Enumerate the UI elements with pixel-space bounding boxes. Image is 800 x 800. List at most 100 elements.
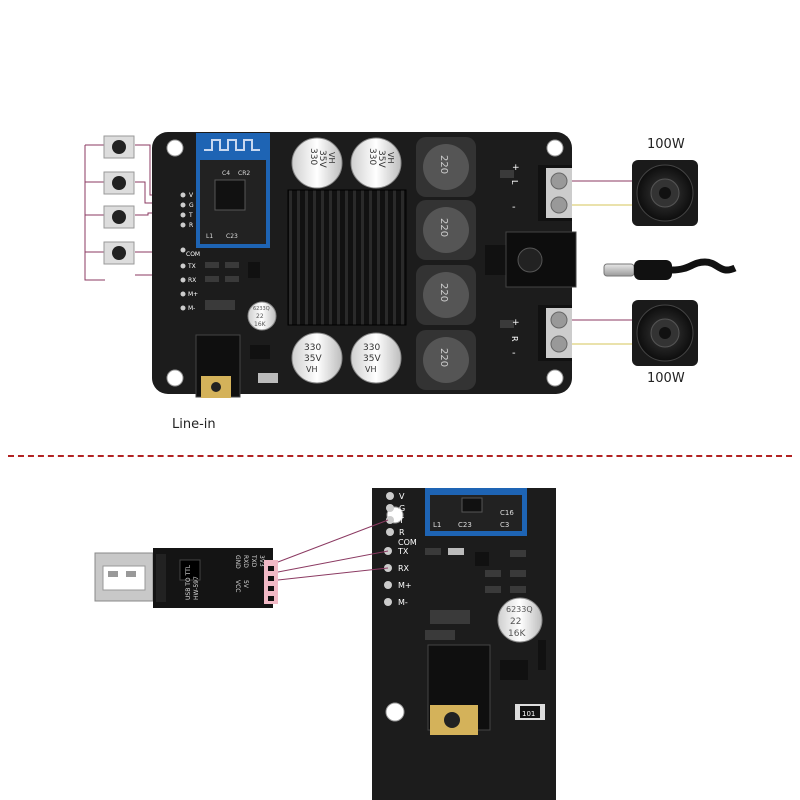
dc-power-plug xyxy=(603,258,737,280)
zoom-cap-code: 6233Q xyxy=(506,605,533,614)
smd-components xyxy=(425,548,546,680)
inductor: 220 xyxy=(416,265,476,325)
pin-label-rx: RX xyxy=(188,277,196,284)
pin-label-com: COM xyxy=(186,251,200,258)
zoom-pin-com: COM xyxy=(398,538,417,547)
pin-header: V G T R COM TX RX M+ M- xyxy=(180,192,200,312)
cap-voltage: 35V xyxy=(376,150,386,168)
term-left-minus: - xyxy=(512,202,516,213)
usb-pin-vcc: VCC xyxy=(234,580,241,592)
small-cap-voltage: 16K xyxy=(254,321,267,328)
push-button xyxy=(103,171,135,195)
line-in-label: Line-in xyxy=(172,417,216,432)
bt-label-c3: C3 xyxy=(500,521,509,529)
capacitor: 330 35V VH xyxy=(350,332,402,384)
zoom-cap-value: 22 xyxy=(510,617,521,627)
audio-jack xyxy=(195,334,241,398)
cap-series: VH xyxy=(327,152,336,164)
cap-value: 330 xyxy=(367,148,377,165)
speaker-top-watt-label: 100W xyxy=(647,137,685,152)
usb-board-text: USB TO TTL xyxy=(185,564,192,600)
term-right-channel: R xyxy=(510,336,519,342)
small-cap-value: 22 xyxy=(256,313,264,320)
bt-label-c16: C16 xyxy=(500,509,514,517)
audio-jack xyxy=(427,644,491,735)
usb-board-model: HW-597 xyxy=(193,576,200,600)
usb-pin-rxd: RXD xyxy=(242,555,249,568)
pin-label-m-plus: M+ xyxy=(188,291,198,298)
cap-series: VH xyxy=(386,152,395,164)
pin-label-tx: TX xyxy=(187,263,196,270)
term-left-channel: L xyxy=(510,180,519,185)
cap-value: 330 xyxy=(304,343,321,353)
small-capacitor: 6233Q 22 16K xyxy=(247,301,277,331)
zoom-pin-t: T xyxy=(398,516,404,525)
zoom-pin-rx: RX xyxy=(398,564,410,573)
bluetooth-module: L1 C23 C16 C3 xyxy=(425,488,527,536)
cap-value: 330 xyxy=(308,148,318,165)
zoom-pin-v: V xyxy=(399,492,405,501)
inductor: 220 xyxy=(416,330,476,390)
pin-label-g: G xyxy=(189,202,194,209)
zoom-cap-voltage: 16K xyxy=(508,629,526,639)
inductor-value: 220 xyxy=(438,155,449,174)
speaker-bottom-watt-label: 100W xyxy=(647,371,685,386)
serial-wires xyxy=(277,519,389,581)
resistor: 101 xyxy=(515,704,545,720)
zoom-pin-g: G xyxy=(399,504,405,513)
section-divider xyxy=(8,455,792,457)
speaker-bottom xyxy=(632,300,698,366)
bluetooth-module: C4 CR2 L1 C23 xyxy=(196,133,270,248)
capacitor: 330 35V VH xyxy=(291,137,343,189)
bt-label-cr2: CR2 xyxy=(238,170,250,177)
bt-label-c23: C23 xyxy=(458,521,472,529)
cap-voltage: 35V xyxy=(363,354,381,364)
capacitor: 330 35V VH xyxy=(350,137,402,189)
push-button xyxy=(103,205,135,229)
resistor-code: 101 xyxy=(522,710,535,718)
bt-label-l1: L1 xyxy=(206,233,213,240)
inductor-value: 220 xyxy=(438,348,449,367)
amplifier-board: C4 CR2 L1 C23 V G T R COM TX RX M+ M- xyxy=(152,132,577,398)
terminal-block-right: + R - xyxy=(510,305,572,361)
cap-value: 330 xyxy=(363,343,380,353)
usb-ttl-adapter: USB TO TTL HW-597 GND RXD TXD 3V3 VCC 5V xyxy=(94,548,278,608)
inductor: 220 xyxy=(416,200,476,260)
push-button xyxy=(103,135,135,159)
usb-pin-gnd: GND xyxy=(234,555,241,569)
bt-label-c4: C4 xyxy=(222,170,230,177)
capacitor: 330 35V VH xyxy=(291,332,343,384)
cap-voltage: 35V xyxy=(317,150,327,168)
pin-label-v: V xyxy=(189,192,194,199)
small-capacitor: 6233Q 22 16K xyxy=(497,597,543,643)
terminal-block-left: + L - xyxy=(510,163,572,221)
zoom-pin-r: R xyxy=(399,528,405,537)
usb-pin-5v: 5V xyxy=(242,580,249,589)
term-left-plus: + xyxy=(512,163,520,173)
term-right-plus: + xyxy=(512,318,520,328)
zoom-pin-tx: TX xyxy=(397,547,409,556)
speaker-wires xyxy=(572,180,632,345)
push-button xyxy=(103,241,135,265)
usb-pin-3v3: 3V3 xyxy=(258,555,265,567)
usb-pin-txd: TXD xyxy=(250,554,257,568)
cap-voltage: 35V xyxy=(304,354,322,364)
zoomed-board: L1 C23 C16 C3 V G T R COM TX RX M+ M- xyxy=(372,488,556,800)
bt-label-c23: C23 xyxy=(226,233,238,240)
cap-series: VH xyxy=(306,365,318,374)
heatsink xyxy=(287,189,407,326)
cap-series: VH xyxy=(365,365,377,374)
zoom-pin-m-plus: M+ xyxy=(398,581,412,590)
inductor: 220 xyxy=(416,137,476,197)
term-right-minus: - xyxy=(512,348,516,359)
inductor-value: 220 xyxy=(438,283,449,302)
pin-label-t: T xyxy=(188,212,193,219)
small-cap-code: 6233Q xyxy=(253,306,270,312)
pin-label-r: R xyxy=(189,222,193,229)
pin-header-zoom: V G T R COM TX RX M+ M- xyxy=(384,492,417,607)
inductor-value: 220 xyxy=(438,218,449,237)
pin-label-m-minus: M- xyxy=(188,305,195,312)
dc-power-jack xyxy=(505,231,577,288)
speaker-top xyxy=(632,160,698,226)
